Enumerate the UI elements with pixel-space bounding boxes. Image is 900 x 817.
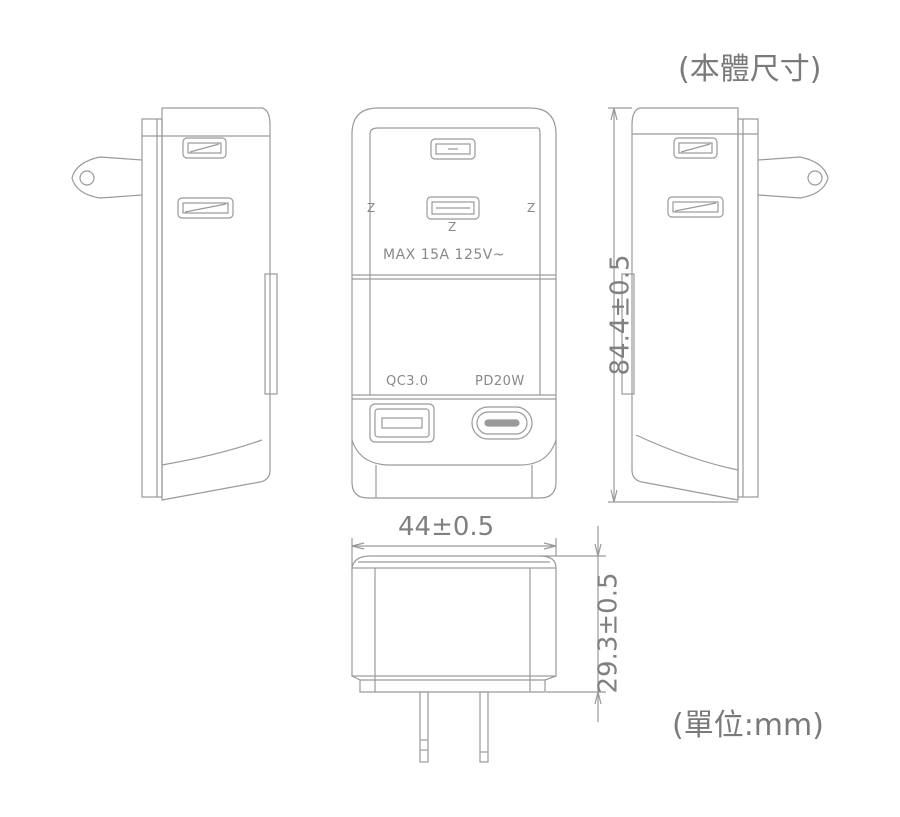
ground-mark-left: Z: [367, 201, 376, 215]
depth-dimension: 29.3±0.5: [593, 572, 624, 694]
usb-c-port-label: PD20W: [475, 374, 525, 389]
rating-text: MAX 15A 125V~: [383, 247, 506, 263]
left-side-view: [71, 107, 278, 501]
right-side-view: [608, 107, 829, 503]
front-view: [351, 107, 557, 499]
unit-label: (單位:mm): [672, 708, 824, 743]
ground-mark-center: Z: [448, 220, 457, 234]
usb-a-port-label: QC3.0: [386, 374, 429, 389]
ground-mark-right: Z: [527, 201, 536, 215]
height-dimension: 84.4±0.5: [605, 254, 636, 376]
body-dimensions-title: (本體尺寸): [678, 52, 822, 87]
bottom-view: [351, 526, 606, 763]
width-dimension: 44±0.5: [398, 512, 495, 542]
